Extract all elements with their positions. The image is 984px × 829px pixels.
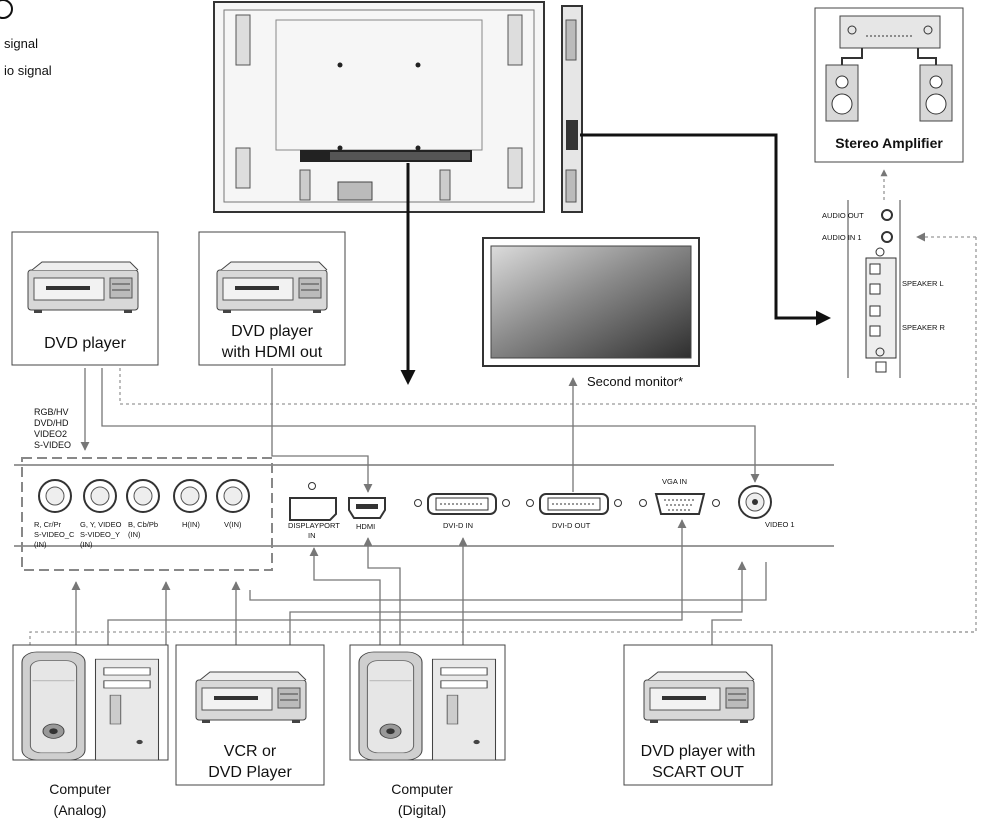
dvd-scart-label-1: DVD player with [641,743,756,760]
vga-in-label: VGA IN [662,477,687,486]
displayport-label-2: IN [308,531,316,540]
dvd-hdmi-label-line1: DVD player [231,323,313,340]
audio-in-jack-icon [881,231,893,243]
bnc-g-label-2: S-VIDEO_Y [80,530,120,539]
ground-screw-icon [875,247,885,257]
display-side-view [561,5,583,213]
displayport-connector [289,482,337,521]
bnc-b-label-1: B, Cb/Pb [128,520,158,529]
dvd-scart-box: DVD player with SCART OUT [623,644,773,786]
bnc-g-label-1: G, Y, VIDEO [80,520,122,529]
dvd-player-box: DVD player [11,231,159,366]
bnc-g-label-3: (IN) [80,540,93,549]
terminal-panel: RGB/HV DVD/HD VIDEO2 S-VIDEO R, Cr/Pr S-… [14,407,834,571]
vcr-dvd-box: VCR or DVD Player [175,644,325,786]
legend: signal io signal [0,0,52,78]
vcr-dvd-icon [195,671,307,724]
input-group-label-3: VIDEO2 [34,429,67,439]
vcr-dvd-label-2: DVD Player [208,764,292,781]
computer-digital-label-2: (Digital) [398,802,446,818]
audio-terminal-panel: AUDIO OUT AUDIO IN 1 SPEAKER L SPEAKER R [822,200,946,378]
legend-circle-icon [0,0,13,19]
hdmi-label: HDMI [356,522,375,531]
video1-connector [738,485,772,519]
video1-label: VIDEO 1 [765,520,795,529]
bnc-r-label-3: (IN) [34,540,47,549]
bnc-group-frame [21,457,273,571]
computer-analog-label-1: Computer [49,781,111,797]
dvd-player-icon [27,261,139,314]
bnc-h-label: H(IN) [182,520,200,529]
dvd-player-hdmi-box: DVD player with HDMI out [198,231,346,366]
computer-analog-label-2: (Analog) [54,802,107,818]
speaker-r-label: SPEAKER R [902,323,946,332]
stereo-amplifier-box: Stereo Amplifier [814,7,964,163]
dvd-hdmi-label-line2: with HDMI out [221,344,323,361]
dvid-in-connector [414,493,510,515]
bnc-r-label-1: R, Cr/Pr [34,520,62,529]
vcr-dvd-label-1: VCR or [224,743,277,760]
computer-digital-box: Computer (Digital) [349,644,506,818]
dvd-player-label: DVD player [44,335,126,352]
displayport-label-1: DISPLAYPORT [288,521,340,530]
input-group-label-4: S-VIDEO [34,440,71,450]
connection-lines [29,232,977,645]
audio-in-label: AUDIO IN 1 [822,233,862,242]
dvd-scart-label-2: SCART OUT [652,764,744,781]
amplifier-icon [839,15,941,49]
dvid-out-connector [526,493,622,515]
bnc-v-label: V(IN) [224,520,242,529]
monitor-screen-icon [490,245,692,359]
bnc-v-connector [216,479,250,513]
vga-in-connector [639,493,720,515]
bnc-g-connector [83,479,117,513]
input-group-label-2: DVD/HD [34,418,69,428]
second-monitor: Second monitor* [482,237,700,389]
speaker-l-label: SPEAKER L [902,279,944,288]
bnc-b-connector [126,479,160,513]
legend-line-2: io signal [4,63,52,78]
audio-out-jack-icon [881,209,893,221]
hdmi-connector [348,497,386,519]
computer-digital-label-1: Computer [391,781,453,797]
dvid-out-label: DVI-D OUT [552,521,591,530]
legend-line-1: signal [4,36,38,51]
panel-callout-arrows [400,133,831,385]
bnc-r-connector [38,479,72,513]
bnc-r-label-2: S-VIDEO_C [34,530,75,539]
dvid-in-label: DVI-D IN [443,521,473,530]
stereo-amplifier-label: Stereo Amplifier [835,135,943,151]
input-group-label-1: RGB/HV [34,407,69,417]
computer-analog-box: Computer (Analog) [12,644,169,818]
second-monitor-label: Second monitor* [587,374,683,389]
dvd-scart-icon [643,671,755,724]
dvd-player-hdmi-icon [216,261,328,314]
bnc-b-label-2: (IN) [128,530,141,539]
audio-out-label: AUDIO OUT [822,211,864,220]
display-rear-view [213,1,545,213]
bnc-h-connector [173,479,207,513]
